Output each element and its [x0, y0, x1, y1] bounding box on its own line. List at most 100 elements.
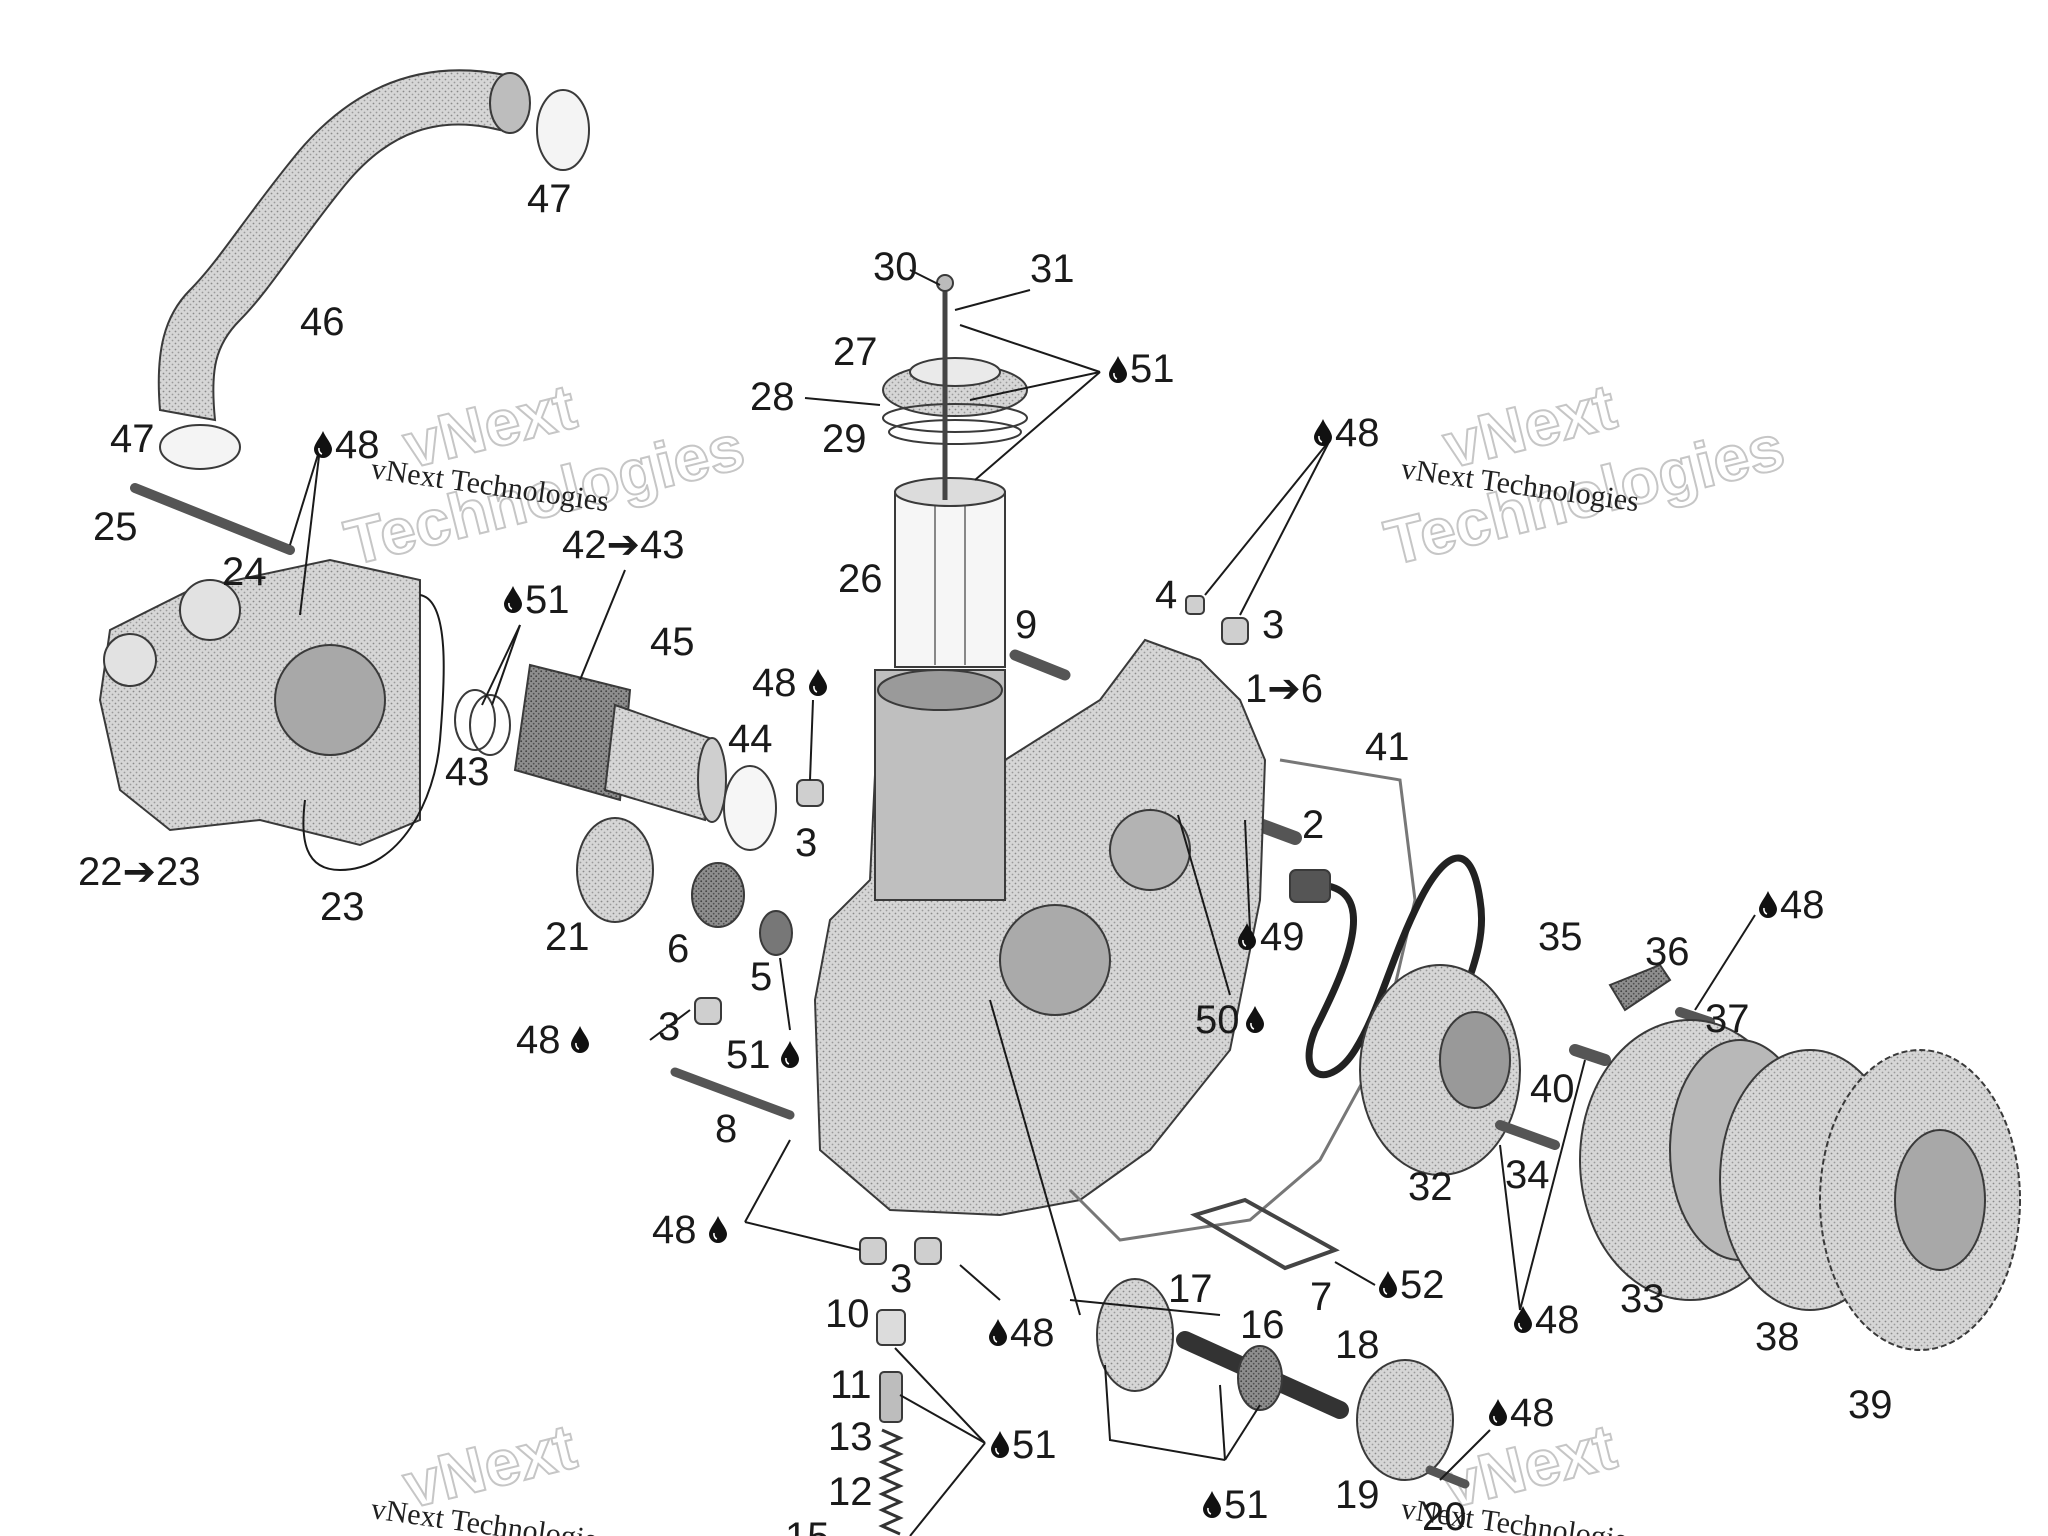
part-46-coolant-hose: [157, 69, 507, 422]
part-12-spring: [878, 1428, 904, 1536]
part-21-impeller: [576, 817, 654, 923]
part-35-wire-harness: [1305, 854, 1486, 1091]
label-part-18: 18: [1335, 1323, 1380, 1367]
oil-drop-icon: [313, 430, 333, 458]
part-22-water-pump-housing: [98, 558, 421, 847]
oil-drop-icon: [808, 668, 828, 696]
label-part-3: 3: [890, 1257, 912, 1301]
callout-48: 48: [1780, 883, 1825, 927]
label-part-13: 13: [828, 1415, 873, 1459]
label-part-22-23: 22➔23: [78, 850, 201, 894]
part-1-case-bore: [1109, 809, 1191, 891]
part-29-o-ring: [888, 419, 1022, 445]
label-part-47: 47: [527, 177, 572, 221]
label-part-2: 2: [1302, 803, 1324, 847]
label-part-28: 28: [750, 375, 795, 419]
label-part-47: 47: [110, 417, 155, 461]
part-47-clamp-top: [536, 89, 590, 171]
callout-48: 48: [516, 1018, 561, 1062]
part-19-cover: [1356, 1359, 1454, 1481]
callout-48: 48: [1010, 1311, 1055, 1355]
label-part-3: 3: [1262, 603, 1284, 647]
label-part-3: 3: [658, 1005, 680, 1049]
label-part-43: 43: [445, 750, 490, 794]
label-part-15: 15: [785, 1515, 830, 1536]
part-36-bracket: [1608, 963, 1672, 1012]
label-part-17: 17: [1168, 1267, 1213, 1311]
label-part-35: 35: [1538, 915, 1583, 959]
callout-48: 48: [1510, 1391, 1555, 1435]
part-25-bolt: [130, 483, 295, 555]
callout-52: 52: [1400, 1263, 1445, 1307]
part-47-clamp-left: [159, 424, 241, 470]
oil-drop-icon: [1313, 418, 1333, 446]
part-43-o-ring: [454, 689, 496, 751]
leader-lines: [289, 269, 1756, 1536]
part-28-o-ring: [882, 403, 1028, 433]
part-5-seal-ring: [759, 910, 793, 956]
callout-51: 51: [1130, 347, 1175, 391]
label-part-23: 23: [320, 885, 365, 929]
label-part-33: 33: [1620, 1277, 1665, 1321]
part-1-filter-well-top: [877, 669, 1003, 711]
callout-48: 48: [752, 661, 797, 705]
label-part-46: 46: [300, 300, 345, 344]
label-part-37: 37: [1705, 997, 1750, 1041]
label-part-41: 41: [1365, 725, 1410, 769]
part-43-o-ring: [469, 694, 511, 756]
label-part-11: 11: [830, 1363, 872, 1407]
callout-48: 48: [1535, 1298, 1580, 1342]
part-30-screw-head: [936, 274, 954, 292]
callout-51: 51: [525, 578, 570, 622]
part-7-square-gasket: [1190, 1197, 1340, 1271]
part-39-hub: [1894, 1129, 1986, 1271]
label-part-4: 4: [1155, 573, 1177, 617]
label-part-26: 26: [838, 557, 883, 601]
label-part-25: 25: [93, 505, 138, 549]
label-part-32: 32: [1408, 1165, 1453, 1209]
part-labels: 1➔6 2 3 3 3 3 4 5 6 7 8 9 10 11 12 13 15…: [78, 177, 1893, 1536]
oil-drop-icon: [1202, 1490, 1222, 1518]
lubricant-callouts: 51 48 51 48 48 49 50 48 51 48 48 52 48 4…: [335, 347, 1825, 1527]
part-41-cover-gasket: [1068, 758, 1417, 1242]
part-22-bore: [274, 644, 386, 756]
oil-drop-icon: [1513, 1305, 1533, 1333]
part-3-plug: [694, 997, 722, 1025]
part-11-plunger: [879, 1371, 903, 1423]
part-27-filter-cap-rim: [909, 357, 1001, 387]
part-3-plug: [859, 1237, 887, 1265]
label-part-1-6: 1➔6: [1245, 667, 1323, 711]
label-part-30: 30: [873, 245, 918, 289]
label-part-20: 20: [1422, 1495, 1467, 1536]
label-part-9: 9: [1015, 603, 1037, 647]
label-part-39: 39: [1848, 1383, 1893, 1427]
part-46-hose-end: [489, 72, 531, 134]
label-part-34: 34: [1505, 1153, 1550, 1197]
part-45-shaft-end: [697, 737, 727, 823]
callout-51: 51: [1012, 1423, 1057, 1467]
label-part-31: 31: [1030, 247, 1075, 291]
label-part-16: 16: [1240, 1303, 1285, 1347]
label-part-7: 7: [1310, 1275, 1332, 1319]
label-part-21: 21: [545, 915, 590, 959]
part-40-bolt: [1569, 1044, 1611, 1066]
part-44-ring: [723, 765, 777, 851]
oil-drop-icon: [988, 1318, 1008, 1346]
oil-drop-icon: [780, 1040, 800, 1068]
label-part-5: 5: [750, 955, 772, 999]
part-9-bolt: [1009, 649, 1071, 681]
part-22-port: [179, 579, 241, 641]
part-20-screw: [1425, 1465, 1470, 1489]
part-16-gear: [1237, 1345, 1283, 1411]
oil-drop-icon: [1245, 1005, 1265, 1033]
label-part-42-43: 42➔43: [562, 523, 685, 567]
oil-drop-icon: [1488, 1398, 1508, 1426]
label-part-38: 38: [1755, 1315, 1800, 1359]
label-part-8: 8: [715, 1107, 737, 1151]
label-part-45: 45: [650, 620, 695, 664]
part-8-bolt: [670, 1067, 795, 1120]
part-3-plug: [914, 1237, 942, 1265]
part-3-plug: [796, 779, 824, 807]
oil-drop-icon: [503, 585, 523, 613]
